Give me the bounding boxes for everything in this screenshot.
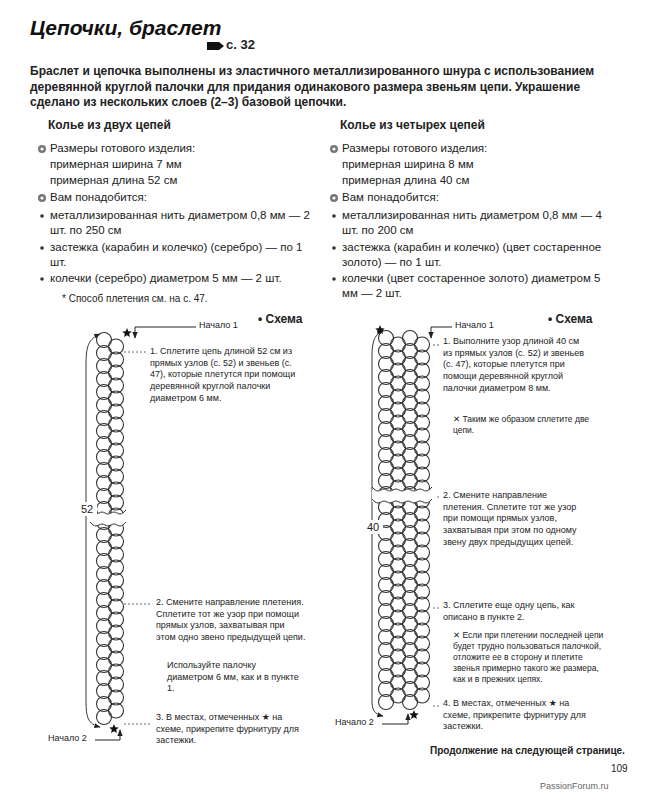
chain-link — [415, 688, 430, 703]
instruction-step: 3. В местах, отмеченных ★ на схеме, прик… — [156, 712, 306, 747]
size-line: примерная длина 52 см — [50, 173, 300, 188]
break-mark — [372, 487, 432, 491]
chain-link — [391, 688, 406, 703]
watermark: PassionForum.ru — [540, 781, 645, 793]
instruction-step: 2. Смените направление плетения. Сплетит… — [156, 597, 306, 644]
page-reference: с. 32 — [226, 37, 286, 54]
instruction-step: 1. Выполните узор длиной 40 см из прямых… — [443, 336, 588, 394]
start-label: Начало 2 — [335, 717, 395, 729]
leader-line — [433, 608, 440, 609]
circle-bullet — [330, 194, 338, 202]
circle-bullet — [330, 145, 338, 153]
dot-bullet — [332, 277, 336, 281]
material-item: металлизированная нить диаметром 0,8 мм … — [342, 208, 602, 238]
start-arrow — [135, 327, 196, 338]
circle-bullet — [38, 145, 46, 153]
bullet-centre — [332, 196, 335, 199]
section-heading: Колье из четырех цепей — [340, 118, 590, 134]
leader-line — [124, 724, 152, 725]
instruction-note: ✕ Таким же образом сплетите две цепи. — [453, 414, 603, 436]
start-label: Начало 2 — [48, 733, 108, 745]
instruction-step: 2. Смените направление плетения. Сплетит… — [443, 490, 588, 548]
break-gap — [372, 490, 436, 502]
material-item: застежка (карабин и колечко) (цвет соста… — [342, 240, 602, 270]
instruction-note: ✕ Если при плетении последней цепи будет… — [453, 630, 608, 685]
break-mark — [372, 499, 432, 503]
leader-line — [124, 604, 152, 605]
chain-link — [97, 710, 112, 725]
start-arrow — [382, 714, 408, 724]
instruction-step: 1. Сплетите цепь длиной 52 см из прямых … — [150, 346, 300, 404]
chain-drawing — [90, 325, 436, 733]
chain-link — [403, 695, 418, 710]
material-item: колечки (цвет состаренное золото) диамет… — [342, 271, 602, 301]
bullet-centre — [40, 196, 43, 199]
size-line: примерная ширина 8 мм — [342, 157, 592, 172]
clasp-star — [375, 325, 385, 334]
instruction-note: Используйте палочку диаметром 6 мм, как … — [167, 660, 302, 695]
start-label: Начало 1 — [455, 320, 515, 332]
page-pointer-icon — [207, 42, 224, 50]
material-item: колечки (серебро) диаметром 5 мм — 2 шт. — [50, 271, 310, 286]
circle-bullet — [38, 194, 46, 202]
instruction-step: 4. В местах, отмеченных ★ на схеме, прик… — [443, 698, 593, 733]
page-title: Цепочки, браслет — [30, 14, 221, 41]
dot-bullet — [332, 246, 336, 250]
intro-text: Браслет и цепочка выполнены из эластично… — [30, 64, 630, 111]
subheading: Размеры готового изделия: — [342, 141, 592, 156]
chain-link — [109, 703, 124, 718]
break-mark — [90, 522, 126, 526]
leader-line — [433, 345, 440, 346]
section-heading: Колье из двух цепей — [48, 118, 298, 134]
subheading: Вам понадобится: — [342, 190, 592, 205]
material-item: металлизированная нить диаметром 0,8 мм … — [50, 208, 310, 238]
dimension-label: 52 — [77, 502, 97, 516]
leader-line — [433, 706, 440, 707]
dot-bullet — [40, 214, 44, 218]
bullet-centre — [332, 147, 335, 150]
clasp-star — [122, 328, 132, 337]
dot-bullet — [332, 214, 336, 218]
continuation-note: Продолжение на следующей странице. — [430, 744, 640, 757]
chain-link — [379, 695, 394, 710]
page-number: 109 — [611, 762, 641, 775]
start-label: Начало 1 — [199, 320, 259, 332]
leader-line — [124, 352, 146, 353]
dimension-label: 40 — [363, 520, 383, 534]
size-line: примерная ширина 7 мм — [50, 157, 300, 172]
clasp-star — [109, 724, 119, 733]
subheading: Размеры готового изделия: — [50, 141, 300, 156]
subheading: Вам понадобится: — [50, 190, 300, 205]
material-item: застежка (карабин и колечко) (серебро) —… — [50, 240, 310, 270]
scheme-heading: • Схема — [548, 312, 628, 328]
leader-lines — [124, 345, 440, 724]
footnote: * Способ плетения см. на с. 47. — [62, 292, 302, 305]
scheme-heading: • Схема — [258, 312, 338, 328]
bullet-centre — [40, 147, 43, 150]
dot-bullet — [40, 277, 44, 281]
clasp-star — [409, 710, 419, 719]
instruction-step: 3. Сплетите еще одну цепь, как описано в… — [443, 600, 588, 623]
dimension-lines — [86, 330, 383, 727]
start-arrows — [95, 327, 452, 740]
size-line: примерная длина 40 см — [342, 173, 592, 188]
dot-bullet — [40, 246, 44, 250]
